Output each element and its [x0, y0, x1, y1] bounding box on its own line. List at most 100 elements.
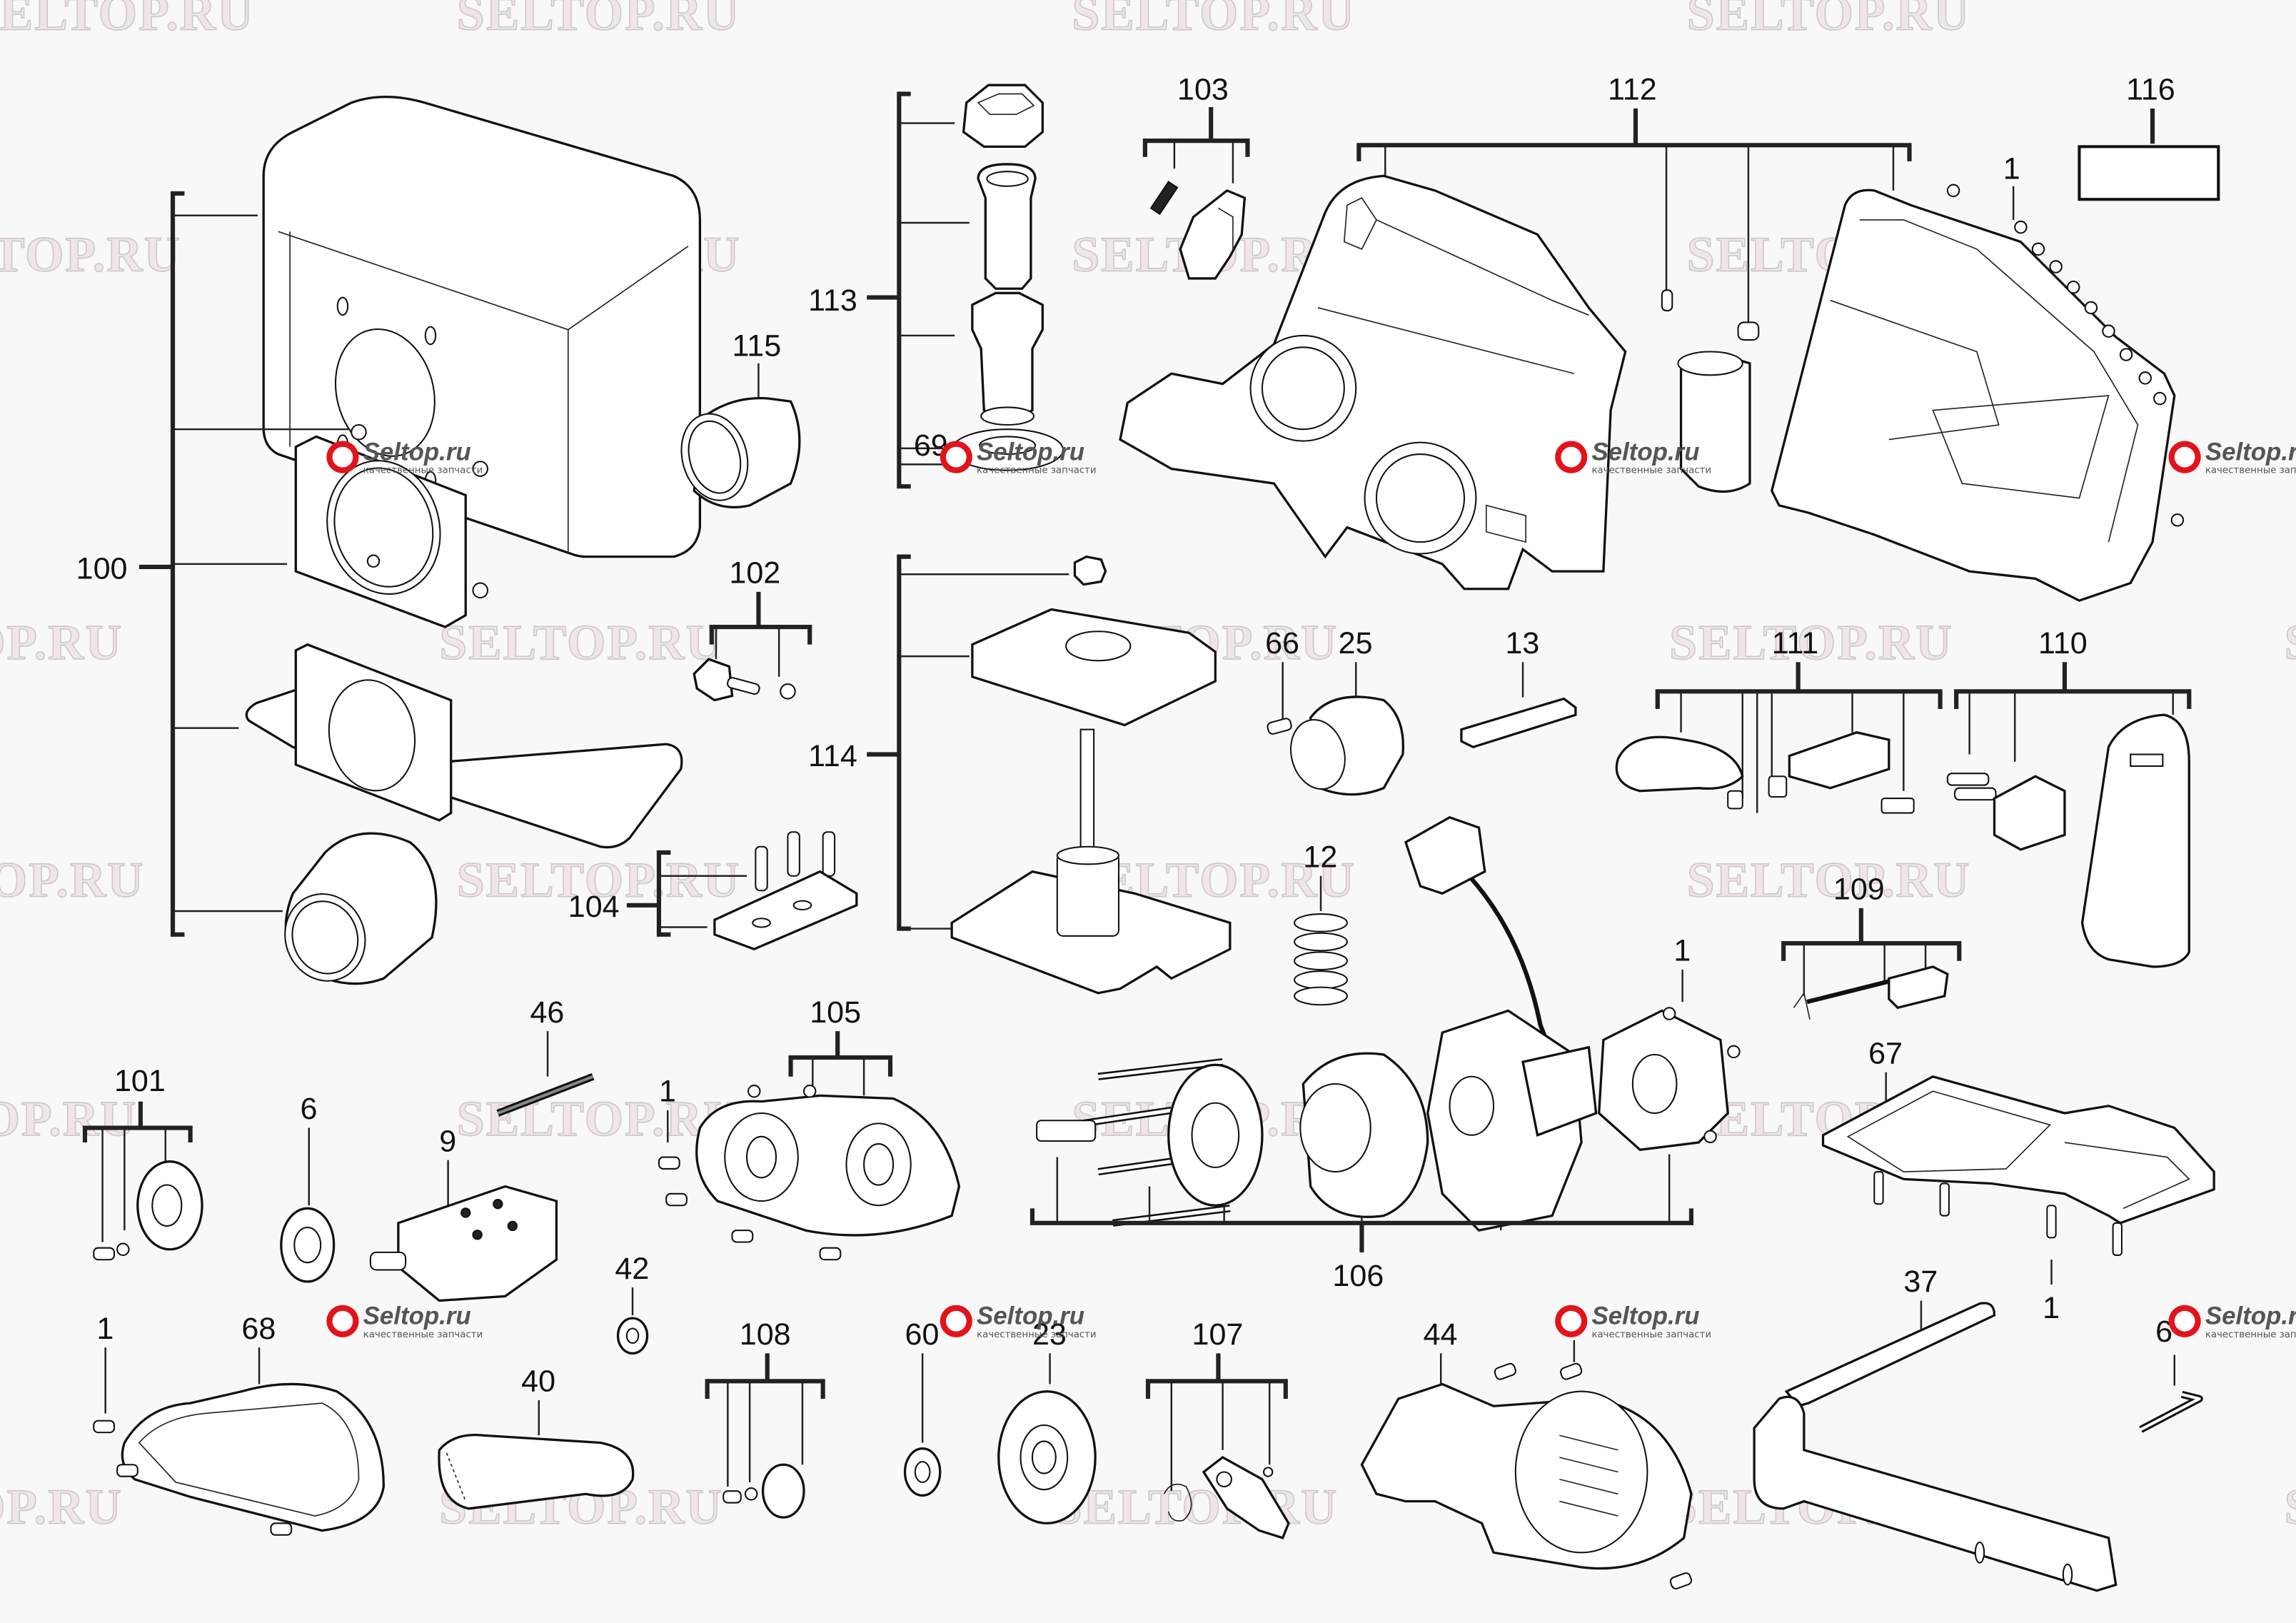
watermark: SELTOP.RU — [457, 0, 741, 41]
part-number-66: 66 — [1265, 626, 1299, 660]
part-group-23[interactable]: 23 — [997, 1317, 1097, 1524]
part-group-60[interactable]: 60 — [903, 1317, 942, 1497]
bracket — [1356, 143, 1912, 161]
knob-holder — [971, 291, 1044, 419]
screw — [2153, 391, 2167, 406]
washer — [116, 1242, 130, 1256]
housing-bore-inner — [1375, 453, 1466, 543]
part-group-104[interactable]: 104 — [568, 831, 858, 951]
plate-grid — [1846, 1090, 2051, 1172]
part-group-67[interactable]: 67 1 — [1821, 1036, 2215, 1325]
part-group-9[interactable]: 9 — [369, 1124, 558, 1302]
part-group-42[interactable]: 42 — [615, 1252, 649, 1355]
part-group-13[interactable]: 13 — [1460, 626, 1577, 749]
bolt-hole — [493, 1198, 503, 1210]
part-group-6[interactable]: 6 — [280, 1092, 336, 1283]
part-group-1-screws-top[interactable]: 1 — [1946, 151, 2185, 527]
part-number-1: 1 — [2003, 151, 2020, 186]
housing-bore-inner — [1261, 346, 1345, 431]
torsion-spring — [1793, 991, 1811, 1020]
part-group-100[interactable]: 100 — [76, 96, 702, 993]
part-number-12: 12 — [1303, 840, 1337, 874]
part-group-114[interactable]: 114 — [808, 554, 1232, 995]
watermark: SELTOP.RU — [1687, 0, 1971, 41]
latch — [1179, 189, 1247, 280]
screw — [665, 1192, 688, 1207]
part-group-109[interactable]: 109 — [1781, 873, 1962, 1020]
part-number-114: 114 — [808, 739, 857, 773]
tie-rod-face — [1097, 1060, 1223, 1079]
bearing-race — [625, 1327, 640, 1345]
part-number-107: 107 — [1192, 1317, 1244, 1352]
outer-belt-cover[interactable] — [121, 1382, 386, 1532]
part-group-66[interactable]: 66 — [1265, 626, 1299, 735]
screw — [2049, 260, 2063, 273]
hex-nut — [1073, 555, 1107, 586]
pin — [366, 554, 381, 568]
shaft — [1079, 728, 1095, 863]
lever-bracket — [1888, 965, 1949, 1010]
part-group-103[interactable]: 103 — [1142, 73, 1250, 280]
part-group-107[interactable]: 107 — [1145, 1317, 1290, 1539]
part-group-37[interactable]: 37 — [1753, 1265, 2118, 1592]
logo-fist-icon — [1561, 1310, 1582, 1332]
clip — [1880, 798, 1915, 814]
part-group-40[interactable]: 40 — [438, 1365, 635, 1510]
part-group-108[interactable]: 108 — [705, 1317, 825, 1519]
pulley-hub — [151, 1184, 183, 1227]
bracket — [1781, 941, 1962, 961]
part-group-105[interactable]: 105 1 — [658, 995, 961, 1261]
bracket — [788, 1055, 893, 1077]
part-group-101[interactable]: 101 — [82, 1064, 203, 1261]
housing-left[interactable] — [1119, 174, 1627, 591]
screw — [2067, 281, 2080, 294]
watermark: SELTOP.RU — [1072, 0, 1356, 41]
screw — [1662, 1007, 1676, 1020]
part-group-116[interactable]: 116 — [2078, 73, 2220, 201]
cutter-block — [397, 1185, 558, 1302]
part-group-25[interactable]: 25 — [1284, 626, 1404, 796]
part-number-103: 103 — [1177, 73, 1229, 107]
screw-shank — [727, 677, 760, 695]
battery-cover[interactable] — [2080, 713, 2190, 968]
housing-edge — [1376, 219, 1589, 316]
seltop-logo: Seltop.ru качественные запчасти — [940, 438, 1097, 476]
screw — [93, 1247, 116, 1261]
part-group-hex-key[interactable]: 6 — [2139, 1315, 2203, 1433]
part-group-110[interactable]: 110 — [1946, 626, 2192, 968]
screw — [819, 1247, 842, 1261]
part-number-106: 106 — [1332, 1259, 1384, 1293]
part-group-115[interactable]: 115 — [672, 329, 801, 508]
part-group-111[interactable]: 111 — [1615, 626, 1943, 814]
part-group-46[interactable]: 46 — [496, 995, 595, 1117]
part-number-68: 68 — [241, 1312, 276, 1346]
part-group-113[interactable]: 113 69 — [808, 84, 1064, 489]
bracket — [897, 91, 911, 489]
part-group-102[interactable]: 102 — [693, 556, 812, 702]
seltop-logo: Seltop.ru качественные запчасти — [940, 1302, 1097, 1340]
part-group-112[interactable]: 112 — [1119, 73, 2176, 602]
seltop-logos: Seltop.ru качественные запчасти Seltop.r… — [326, 438, 2296, 1340]
screw — [2112, 1222, 2123, 1256]
watermark: SELTOP.RU — [2285, 615, 2296, 670]
washer — [744, 1487, 758, 1501]
trigger-switch[interactable] — [1404, 815, 1486, 895]
part-group-12[interactable]: 12 — [1294, 840, 1348, 1006]
part-group-44[interactable]: 44 1 — [1360, 1305, 1693, 1590]
logo-brand: Seltop.ru — [2205, 438, 2296, 466]
part-group-106[interactable]: 106 1 — [1029, 815, 1741, 1293]
screw — [93, 1420, 116, 1434]
screws — [1946, 184, 2185, 527]
bell-bore — [1191, 1102, 1240, 1168]
seltop-logo: Seltop.ru качественные запчасти — [2168, 438, 2296, 476]
plate-bore — [1216, 1471, 1232, 1488]
pin — [1661, 289, 1673, 312]
screw — [1873, 1171, 1884, 1205]
part-group-68[interactable]: 1 68 — [93, 1312, 386, 1536]
hole — [752, 918, 771, 928]
cover-bore-inner — [863, 1143, 895, 1186]
heatsink-block — [1521, 1045, 1598, 1137]
watermark: SELTOP.RU — [0, 228, 181, 283]
cover-rim — [138, 1402, 360, 1517]
switch-cover — [1788, 731, 1890, 790]
